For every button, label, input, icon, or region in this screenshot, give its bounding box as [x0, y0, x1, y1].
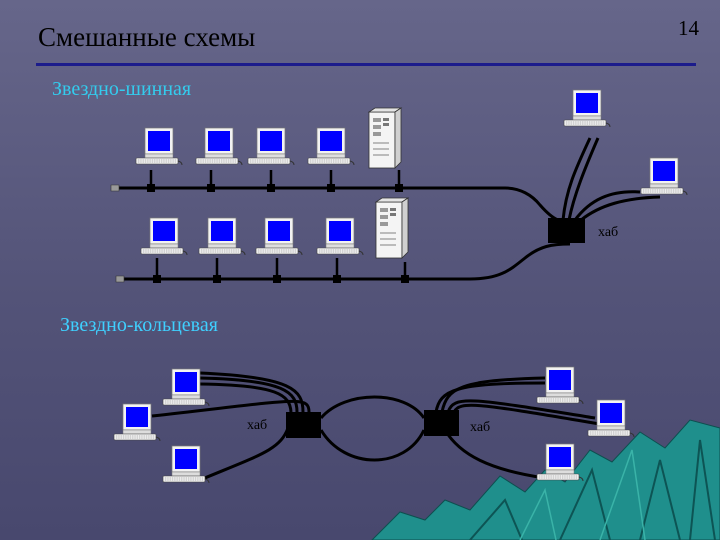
- slide-title: Смешанные схемы: [38, 22, 256, 52]
- hub-label-ring-left: хаб: [247, 418, 268, 433]
- bus-cable-bottom: [121, 242, 571, 281]
- hub-icon: [548, 218, 585, 243]
- server-icon: [368, 107, 409, 259]
- hub-label-ring-right: хаб: [470, 420, 491, 435]
- terminator-icon: [115, 275, 125, 283]
- computer-icon: [113, 366, 635, 484]
- title-rule: [36, 63, 696, 66]
- hub-label-star-bus: хаб: [598, 225, 619, 240]
- hub-icon: [286, 412, 321, 438]
- computer-icon: [135, 127, 355, 166]
- hub-icon: [424, 410, 459, 436]
- computer-icon: [140, 217, 364, 256]
- section-heading-star-bus: Звездно-шинная: [52, 78, 192, 100]
- section-heading-star-ring: Звездно-кольцевая: [60, 314, 218, 336]
- terminator-icon: [110, 184, 120, 192]
- bus-cable-top: [116, 186, 559, 222]
- page-number: 14: [678, 16, 699, 40]
